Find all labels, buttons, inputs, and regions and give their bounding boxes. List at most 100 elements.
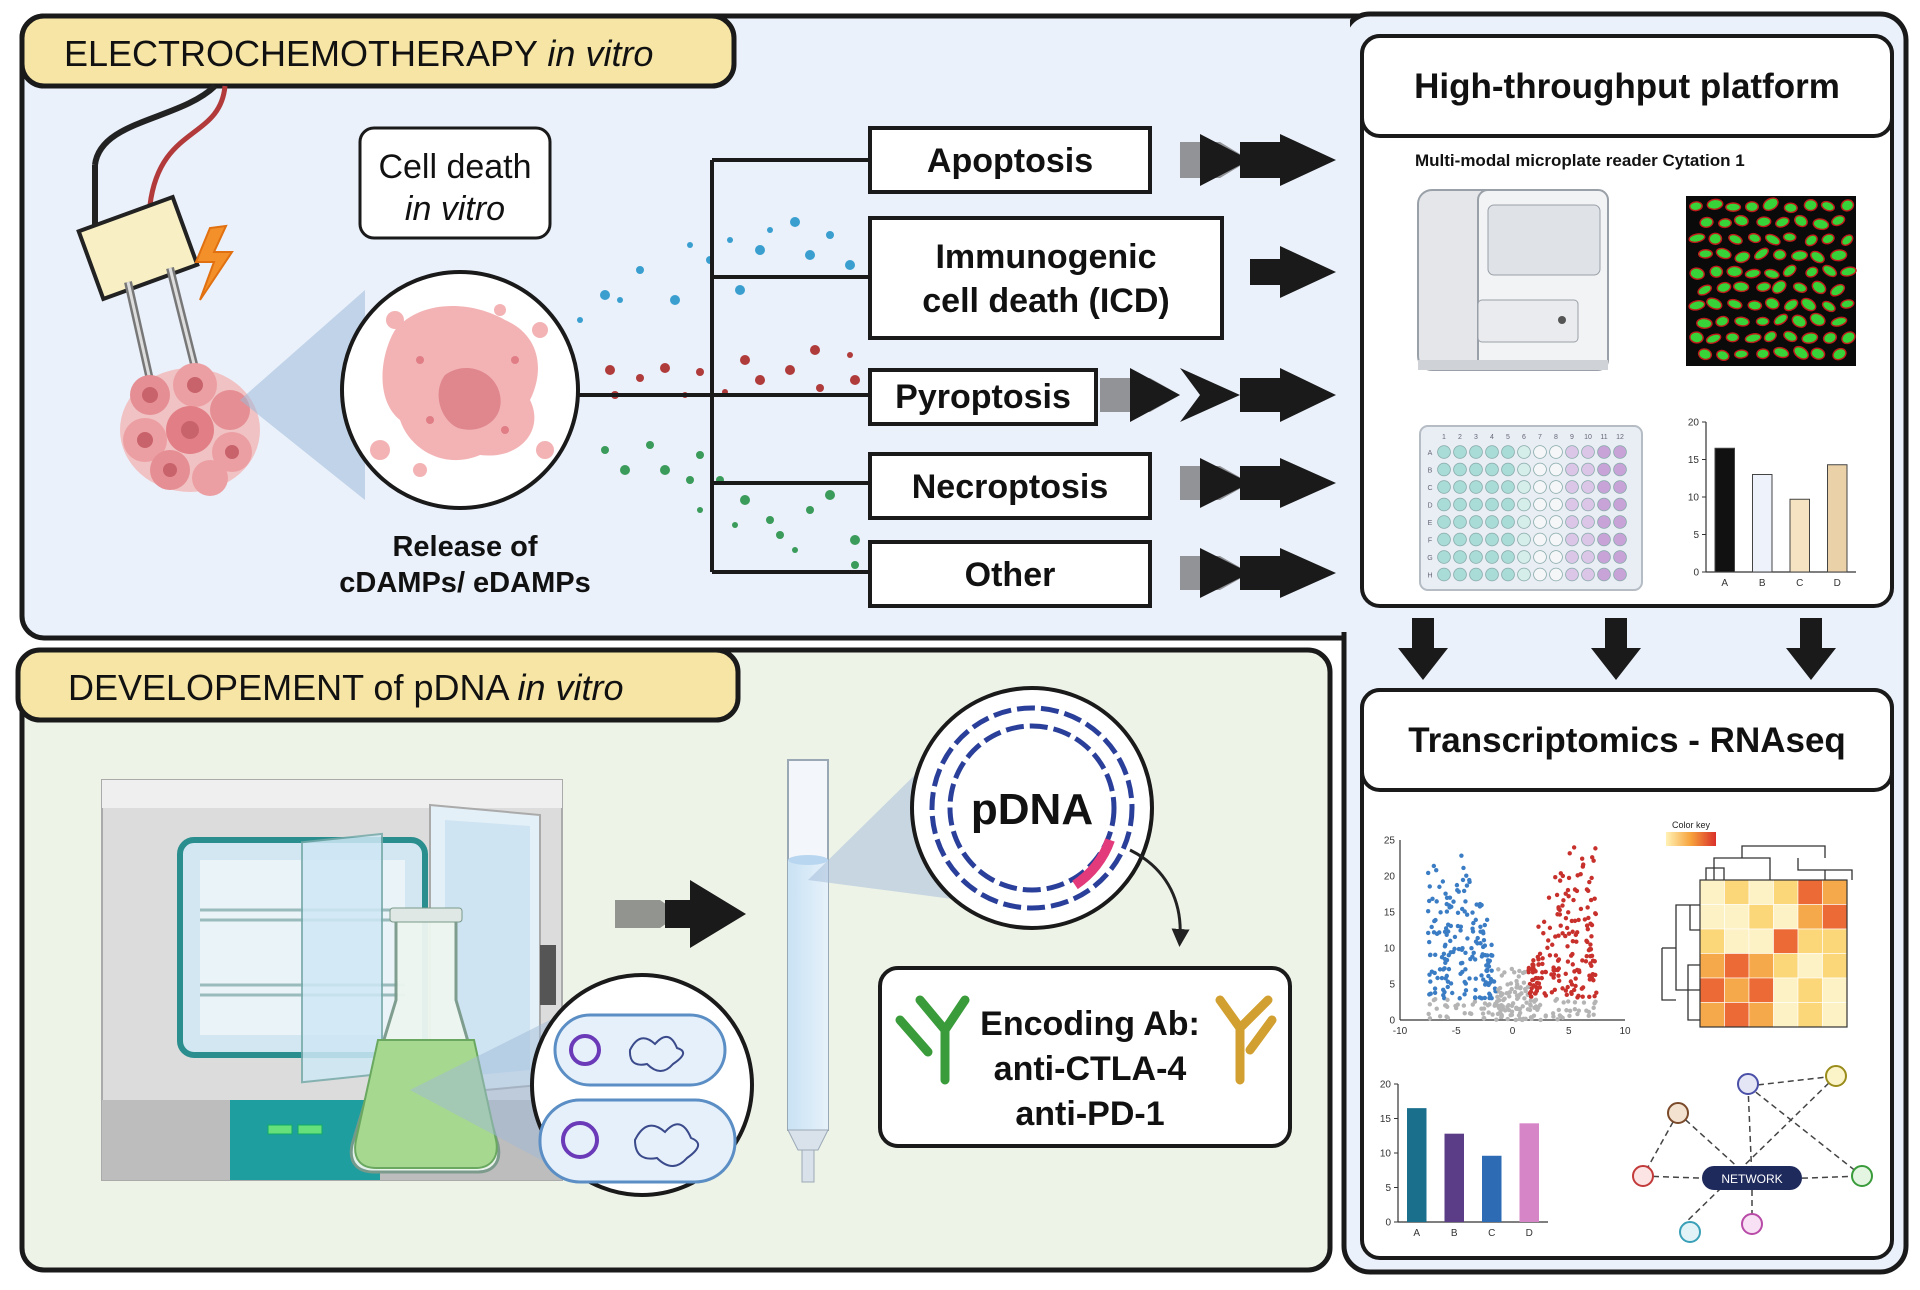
plate-well bbox=[1565, 532, 1579, 547]
microscopy-cell bbox=[1688, 233, 1706, 243]
microscopy-cell bbox=[1840, 266, 1857, 277]
plate-well bbox=[1533, 445, 1547, 459]
volcano-point bbox=[1528, 998, 1533, 1003]
heatmap-cell bbox=[1773, 879, 1799, 905]
volcano-point bbox=[1481, 931, 1486, 936]
microscopy-cell bbox=[1718, 218, 1732, 229]
volcano-point bbox=[1579, 856, 1585, 861]
heatmap-cell bbox=[1797, 1002, 1823, 1028]
encoding-line3: anti-PD-1 bbox=[1015, 1095, 1164, 1133]
plate-row-label: F bbox=[1428, 538, 1432, 545]
volcano-point bbox=[1592, 993, 1597, 999]
plate-well bbox=[1581, 445, 1595, 459]
volcano-point bbox=[1536, 924, 1541, 929]
heatmap-cell bbox=[1822, 977, 1848, 1003]
plate-well bbox=[1549, 550, 1563, 564]
cell-death-box bbox=[358, 126, 552, 240]
y-tick-label: 0 bbox=[1385, 1218, 1391, 1229]
volcano-point bbox=[1462, 979, 1467, 985]
cell-death-line1: Cell death bbox=[378, 148, 531, 186]
microscopy-cell bbox=[1783, 330, 1798, 343]
plate-well bbox=[1485, 497, 1499, 512]
volcano-point bbox=[1576, 968, 1582, 973]
volcano-point bbox=[1509, 986, 1514, 992]
x-tick-label: C bbox=[1796, 578, 1803, 589]
volcano-point bbox=[1551, 1014, 1556, 1019]
volcano-point bbox=[1569, 991, 1574, 996]
volcano-point bbox=[1448, 923, 1454, 929]
y-tick-label: 5 bbox=[1385, 1183, 1391, 1194]
volcano-point bbox=[1584, 923, 1590, 928]
volcano-point bbox=[1589, 875, 1594, 881]
volcano-point bbox=[1532, 999, 1537, 1004]
volcano-point bbox=[1452, 946, 1457, 952]
volcano-point bbox=[1556, 957, 1562, 962]
bar bbox=[1482, 1155, 1502, 1222]
flow-arrows bbox=[1100, 134, 1336, 598]
microscopy-cell bbox=[1822, 331, 1838, 344]
heatmap-cell bbox=[1822, 928, 1848, 954]
plate-well bbox=[1485, 550, 1499, 564]
plate-col-label: 6 bbox=[1522, 434, 1526, 441]
heatmap-cell bbox=[1797, 953, 1823, 979]
volcano-point bbox=[1482, 995, 1488, 1001]
microscopy-cell bbox=[1772, 249, 1787, 261]
volcano-point bbox=[1556, 978, 1562, 984]
heatmap-cell bbox=[1748, 1002, 1774, 1028]
volcano-point bbox=[1525, 1007, 1531, 1012]
volcano-point bbox=[1591, 1012, 1596, 1017]
volcano-point bbox=[1578, 871, 1583, 877]
volcano-point bbox=[1533, 991, 1538, 996]
volcano-point bbox=[1561, 898, 1566, 903]
plate-row-label: A bbox=[1428, 450, 1433, 457]
volcano-point bbox=[1498, 990, 1503, 996]
volcano-point bbox=[1495, 994, 1500, 1000]
volcano-point bbox=[1539, 975, 1544, 981]
plate-well bbox=[1517, 532, 1531, 547]
microscopy-cell bbox=[1708, 232, 1723, 245]
microscopy-cell bbox=[1753, 247, 1769, 261]
plate-row-label: C bbox=[1427, 485, 1432, 492]
volcano-point bbox=[1437, 1014, 1443, 1019]
plate-row-label: B bbox=[1428, 468, 1433, 475]
transcriptomics-title-box bbox=[1360, 688, 1894, 792]
heatmap-cell bbox=[1699, 1002, 1725, 1028]
volcano-point bbox=[1460, 945, 1465, 951]
heatmap-cell bbox=[1748, 953, 1774, 979]
volcano-point bbox=[1441, 951, 1447, 956]
volcano-point bbox=[1463, 899, 1468, 904]
volcano-point bbox=[1546, 938, 1551, 943]
plate-well bbox=[1597, 515, 1611, 529]
heatmap-cell bbox=[1773, 904, 1799, 930]
volcano-point bbox=[1471, 920, 1476, 926]
microscopy-cell bbox=[1792, 282, 1808, 293]
microscopy-cell bbox=[1763, 268, 1780, 280]
volcano-point bbox=[1578, 906, 1584, 912]
pathway-pyroptosis: Pyroptosis bbox=[868, 368, 1098, 426]
volcano-point bbox=[1522, 986, 1528, 992]
microscopy-cell bbox=[1830, 316, 1848, 327]
volcano-point bbox=[1427, 992, 1432, 997]
heatmap-cell bbox=[1748, 879, 1774, 905]
volcano-point bbox=[1589, 953, 1595, 959]
microscopy-cell bbox=[1764, 297, 1780, 310]
plate-well bbox=[1437, 497, 1451, 512]
x-tick-label: 5 bbox=[1566, 1026, 1572, 1037]
bottom-title-banner bbox=[15, 647, 741, 723]
plate-well bbox=[1501, 515, 1515, 529]
plate-well bbox=[1549, 532, 1563, 547]
volcano-point bbox=[1490, 1012, 1495, 1017]
volcano-point bbox=[1464, 873, 1469, 878]
volcano-point bbox=[1425, 930, 1431, 936]
volcano-point bbox=[1555, 912, 1560, 917]
microscopy-cell bbox=[1756, 348, 1770, 360]
plate-well bbox=[1469, 532, 1483, 547]
volcano-point bbox=[1568, 979, 1574, 984]
heatmap-cell bbox=[1822, 879, 1848, 905]
volcano-point bbox=[1462, 1011, 1467, 1016]
plate-well bbox=[1565, 515, 1579, 529]
lightning-icon bbox=[194, 224, 234, 301]
heatmap-cell bbox=[1724, 928, 1750, 954]
volcano-point bbox=[1505, 982, 1510, 987]
microscopy-cell bbox=[1744, 333, 1762, 344]
